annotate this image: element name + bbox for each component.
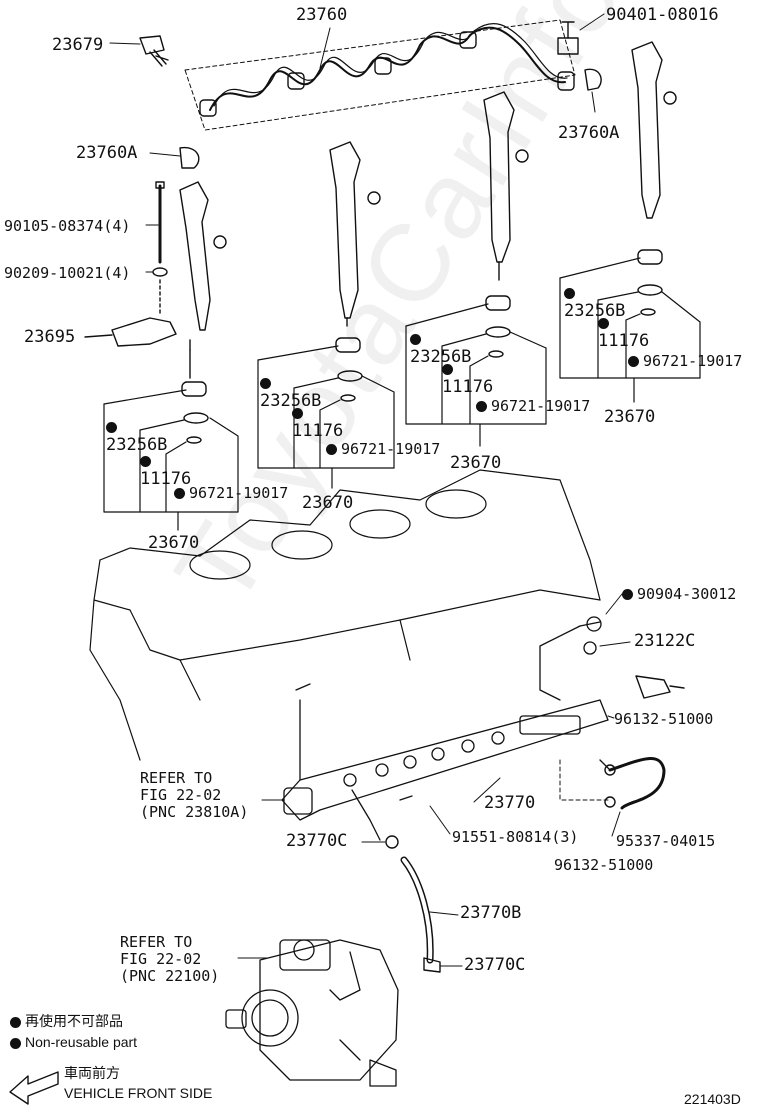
legend-en: Non-reusable part [10,1033,137,1051]
label-23770b: 23770B [460,903,522,923]
label-g3-11176: 11176 [442,360,493,396]
common-rail [281,616,611,841]
label-g2-11176: 11176 [292,404,343,440]
non-reusable-dot [10,1016,21,1028]
injector-4 [631,41,677,219]
label-90209-10021: 90209-10021(4) [4,264,131,282]
non-reusable-dot [174,488,185,499]
label-g2-96721-19017: 96721-19017 [326,440,440,458]
clip-96132-bottom [604,796,616,808]
injector-1 [179,181,227,379]
label-g3-96721-19017: 96721-19017 [476,397,590,415]
non-reusable-dot [476,401,487,412]
label-g4-96721-19017: 96721-19017 [628,352,742,370]
injector-2 [329,141,381,327]
label-23770: 23770 [484,793,536,813]
label-g1-23670: 23670 [148,533,200,553]
non-reusable-dot [622,589,633,600]
supply-pump [225,939,399,1087]
clip-23770c-bottom [423,957,441,973]
legend-jp: 再使用不可部品 [10,1012,123,1030]
front-label-en: VEHICLE FRONT SIDE [64,1085,213,1101]
clip-96132-top [604,764,616,776]
bracket-group-4 [559,257,701,403]
non-reusable-dot [260,377,271,389]
label-23770c-top: 23770C [286,831,348,851]
label-23760: 23760 [296,5,348,25]
label-23695: 23695 [24,327,76,347]
label-g3-23670: 23670 [450,453,502,473]
cylinder-head-outline [89,469,601,761]
sensor-23122c [635,675,685,699]
label-96132-51000-bottom: 96132-51000 [554,856,654,874]
label-90904-30012: 90904-30012 [622,585,736,603]
clip-23770c-top [385,835,399,849]
label-g4-11176: 11176 [598,314,649,350]
label-23679: 23679 [52,35,104,55]
non-reusable-dot [598,317,609,329]
label-g1-96721-19017: 96721-19017 [174,484,288,502]
washer-90209 [152,267,168,277]
front-label-jp: 車両前方 [64,1065,120,1081]
non-reusable-dot [628,356,639,367]
non-reusable-dot [10,1037,21,1049]
hose-95337 [608,756,666,810]
label-g1-23256b: 23256B [106,418,167,454]
label-g4-23670: 23670 [604,407,656,427]
refer-note-supply-pump: REFER TO FIG 22-02 (PNC 22100) [120,933,220,985]
non-reusable-dot [292,407,303,419]
clamp-23695 [111,317,177,347]
bolt-90401 [557,21,579,55]
non-reusable-dot [106,421,117,433]
label-g4-23256b: 23256B [564,284,625,320]
non-reusable-dot [410,333,421,345]
fuel-pipe-23760 [184,19,576,131]
bolt-90105 [155,181,165,264]
leader-lines [109,13,631,967]
non-reusable-dot [442,363,453,375]
clamp-23760a-right [584,68,602,91]
non-reusable-dot [326,444,337,455]
bracket-group-1 [103,389,239,531]
label-23760a-left: 23760A [76,143,138,163]
bracket-group-3 [405,303,547,447]
bracket-group-2 [257,345,395,489]
bolt-23679 [139,35,169,67]
label-23760a-right: 23760A [558,123,620,143]
refer-note-common-rail: REFER TO FIG 22-02 (PNC 23810A) [140,769,249,821]
label-23770c-bottom: 23770C [464,955,526,975]
label-g1-11176: 11176 [140,452,191,488]
label-90105-08374: 90105-08374(4) [4,217,131,235]
non-reusable-dot [140,455,151,467]
figure-id: 221403D [684,1091,741,1107]
injector-3 [483,91,529,281]
non-reusable-dot [564,287,575,299]
seal-parts [181,249,663,444]
label-g2-23256b: 23256B [260,374,321,410]
label-95337-04015: 95337-04015 [616,832,716,850]
front-arrow [9,1071,59,1105]
label-96132-51000-top: 96132-51000 [614,710,714,728]
label-g3-23256b: 23256B [410,330,471,366]
label-91551-80814: 91551-80814(3) [452,828,579,846]
clamp-23760a-left [179,146,200,169]
label-g2-23670: 23670 [302,493,354,513]
label-90401-08016: 90401-08016 [606,5,719,25]
label-23122c: 23122C [634,631,696,651]
